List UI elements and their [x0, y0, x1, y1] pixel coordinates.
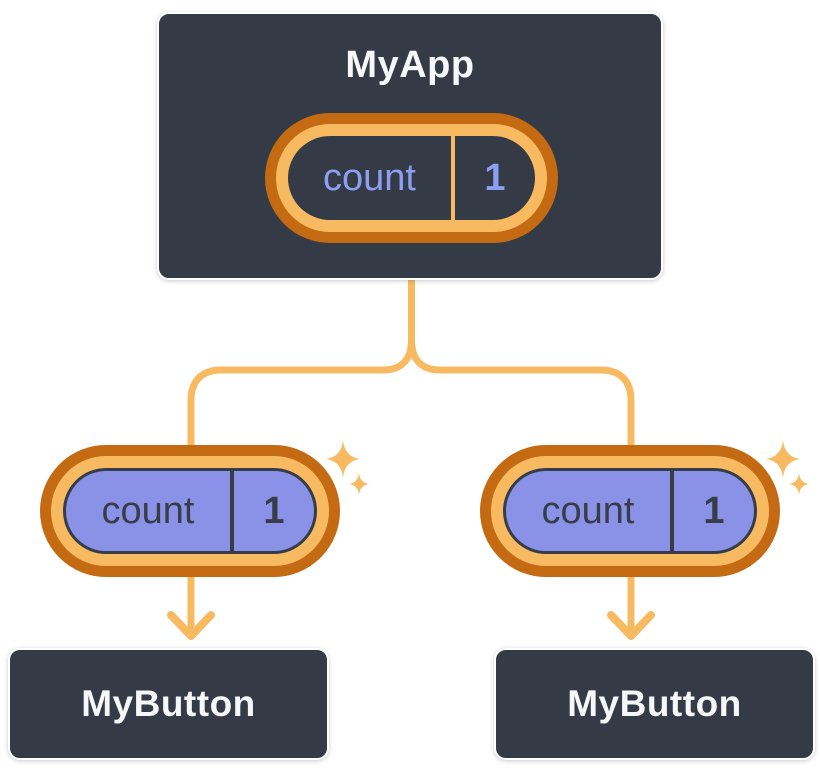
state-name: count	[101, 489, 195, 532]
state-value: 1	[451, 136, 535, 220]
state-pill-left: count 1	[40, 445, 340, 577]
state-pill-right: count 1	[480, 445, 780, 577]
component-card-mybutton-left: MyButton	[8, 648, 329, 760]
component-card-myapp: MyApp	[157, 12, 663, 280]
state-value: 1	[230, 471, 314, 551]
component-title: MyApp	[345, 44, 475, 86]
connector-branch-left	[187, 336, 415, 451]
sparkles-icon-right	[766, 440, 809, 495]
state-value: 1	[670, 471, 754, 551]
component-title: MyButton	[81, 683, 256, 724]
state-pill-root: count 1	[265, 113, 558, 243]
component-title: MyButton	[567, 683, 742, 724]
state-name: count	[323, 156, 416, 199]
connector-branch-right	[408, 336, 635, 451]
state-name: count	[541, 489, 635, 532]
component-card-mybutton-right: MyButton	[494, 648, 815, 760]
sparkles-icon-left	[326, 440, 369, 495]
arrow-right-head-icon	[607, 611, 655, 640]
arrow-left-head-icon	[167, 611, 215, 640]
